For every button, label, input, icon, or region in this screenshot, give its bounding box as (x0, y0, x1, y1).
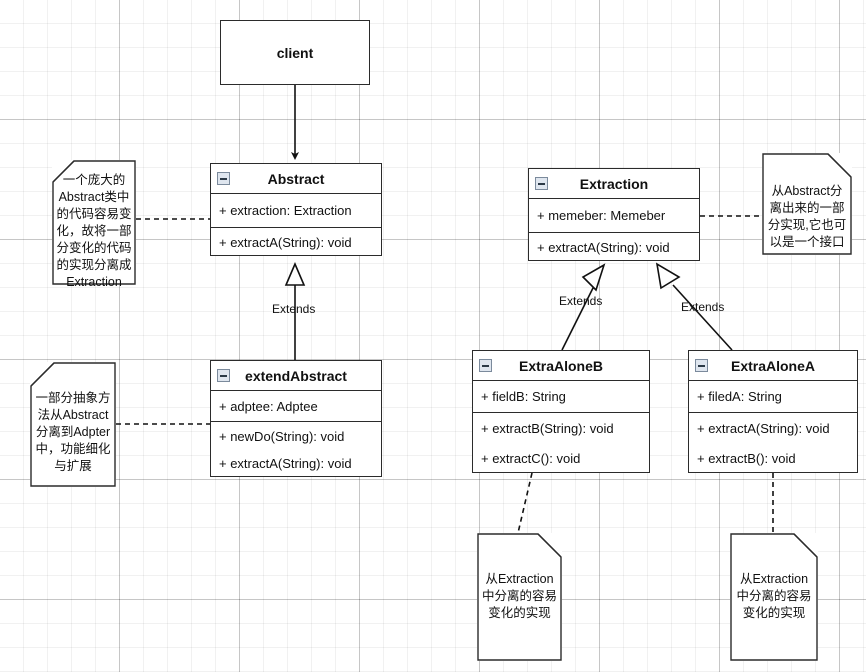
note-line: Extraction (66, 275, 122, 289)
note-line: 从Extraction (739, 572, 809, 586)
uml-operation-row: + extractA(String): void (219, 234, 352, 250)
uml-class-client-title: client (276, 45, 314, 61)
note-line: 的代码容易变 (56, 207, 132, 221)
uml-note-abstract-split[interactable]: 一个庞大的 Abstract类中 的代码容易变 化，故将一部 分变化的代码 的实… (52, 160, 136, 289)
note-line: 离出来的一部 (769, 201, 845, 215)
edge-note-extraaloneb (517, 472, 533, 534)
note-line: 化，故将一部 (56, 224, 132, 238)
collapse-minus-icon[interactable] (217, 369, 230, 382)
note-line: 与扩展 (54, 459, 92, 473)
note-line: 变化的实现 (488, 606, 551, 620)
uml-class-abstract-header: Abstract (211, 164, 381, 194)
uml-operation-row: + extractB(String): void (481, 421, 614, 436)
note-line: 一个庞大的 (62, 173, 126, 187)
note-line: 变化的实现 (742, 606, 806, 620)
note-text: 从Abstract分 离出来的一部 分实现,它也可 以是一个接口 (762, 183, 852, 251)
edge-label-extends-extraaloneb: Extends (559, 294, 603, 308)
uml-note-extraaloneb-impl[interactable]: 从Extraction 中分离的容易 变化的实现 (477, 533, 562, 661)
note-shape-folded-corner (762, 153, 852, 255)
uml-class-extraalonea-attributes: + filedA: String (689, 381, 857, 413)
uml-class-extraaloneb-title: ExtraAloneB (518, 358, 604, 374)
uml-class-extraction[interactable]: Extraction + memeber: Memeber + extractA… (528, 168, 700, 261)
uml-class-extraction-attributes: + memeber: Memeber (529, 199, 699, 233)
note-text: 一部分抽象方 法从Abstract 分离到Adpter 中，功能细化 与扩展 (30, 390, 116, 475)
uml-operation-row: + extractA(String): void (537, 239, 670, 255)
uml-attribute-row: + fieldB: String (481, 389, 566, 404)
note-line: 中，功能细化 (35, 442, 111, 456)
edge-label-extends-abstract: Extends (272, 302, 316, 316)
uml-operation-row: + extractA(String): void (697, 421, 830, 436)
uml-class-extendabstract-title: extendAbstract (245, 368, 347, 384)
uml-note-adapter-split[interactable]: 一部分抽象方 法从Abstract 分离到Adpter 中，功能细化 与扩展 (30, 362, 116, 487)
collapse-minus-icon[interactable] (535, 177, 548, 190)
note-line: 分离到Adpter (35, 425, 111, 439)
uml-class-extraalonea[interactable]: ExtraAloneA + filedA: String + extractA(… (688, 350, 858, 473)
note-shape-folded-corner (477, 533, 562, 661)
note-shape-folded-corner (52, 160, 136, 285)
collapse-minus-icon[interactable] (479, 359, 492, 372)
note-line: 中分离的容易 (736, 589, 812, 603)
note-line: 的实现分离成 (56, 258, 132, 272)
note-text: 从Extraction 中分离的容易 变化的实现 (477, 571, 562, 622)
uml-attribute-row: + adptee: Adptee (219, 398, 318, 414)
uml-note-extraction-impl[interactable]: 从Abstract分 离出来的一部 分实现,它也可 以是一个接口 (762, 153, 852, 255)
note-shape-folded-corner (730, 533, 818, 661)
uml-operation-row: + extractA(String): void (219, 456, 352, 471)
uml-class-extraaloneb-operations: + extractB(String): void + extractC(): v… (473, 413, 649, 472)
note-line: 法从Abstract (37, 408, 109, 422)
collapse-minus-icon[interactable] (217, 172, 230, 185)
uml-class-extraalonea-header: ExtraAloneA (689, 351, 857, 381)
note-text: 一个庞大的 Abstract类中 的代码容易变 化，故将一部 分变化的代码 的实… (52, 172, 136, 291)
uml-class-extendabstract-header: extendAbstract (211, 361, 381, 391)
note-line: Abstract类中 (58, 190, 130, 204)
uml-attribute-row: + extraction: Extraction (219, 203, 352, 218)
uml-attribute-row: + memeber: Memeber (537, 208, 666, 223)
uml-class-client[interactable]: client (220, 20, 370, 85)
uml-class-abstract[interactable]: Abstract + extraction: Extraction + extr… (210, 163, 382, 256)
uml-operation-row: + extractB(): void (697, 450, 796, 466)
edge-label-extends-extraalonea: Extends (681, 300, 725, 314)
uml-class-extraaloneb-header: ExtraAloneB (473, 351, 649, 381)
note-line: 以是一个接口 (769, 235, 845, 249)
uml-attribute-row: + filedA: String (697, 389, 782, 404)
uml-class-abstract-attributes: + extraction: Extraction (211, 194, 381, 228)
note-line: 从Abstract分 (771, 184, 843, 198)
uml-class-extraction-title: Extraction (579, 176, 649, 192)
uml-class-abstract-title: Abstract (267, 171, 325, 187)
note-line: 分实现,它也可 (767, 218, 847, 232)
note-shape-folded-corner (30, 362, 116, 487)
uml-operation-row: + newDo(String): void (219, 428, 345, 444)
uml-class-extraction-header: Extraction (529, 169, 699, 199)
note-line: 从Extraction (485, 572, 554, 586)
uml-class-extendabstract-attributes: + adptee: Adptee (211, 391, 381, 422)
uml-class-abstract-operations: + extractA(String): void (211, 228, 381, 256)
note-text: 从Extraction 中分离的容易 变化的实现 (730, 571, 818, 622)
uml-class-extendabstract[interactable]: extendAbstract + adptee: Adptee + newDo(… (210, 360, 382, 477)
note-line: 一部分抽象方 (35, 391, 111, 405)
uml-note-extraalonea-impl[interactable]: 从Extraction 中分离的容易 变化的实现 (730, 533, 818, 661)
note-line: 中分离的容易 (481, 589, 557, 603)
note-line: 分变化的代码 (56, 241, 132, 255)
uml-class-extraalonea-operations: + extractA(String): void + extractB(): v… (689, 413, 857, 472)
uml-class-extraaloneb[interactable]: ExtraAloneB + fieldB: String + extractB(… (472, 350, 650, 473)
uml-class-extraalonea-title: ExtraAloneA (730, 358, 816, 374)
uml-class-extraction-operations: + extractA(String): void (529, 233, 699, 261)
collapse-minus-icon[interactable] (695, 359, 708, 372)
uml-operation-row: + extractC(): void (481, 450, 581, 466)
uml-class-extraaloneb-attributes: + fieldB: String (473, 381, 649, 413)
uml-class-extendabstract-operations: + newDo(String): void + extractA(String)… (211, 422, 381, 477)
